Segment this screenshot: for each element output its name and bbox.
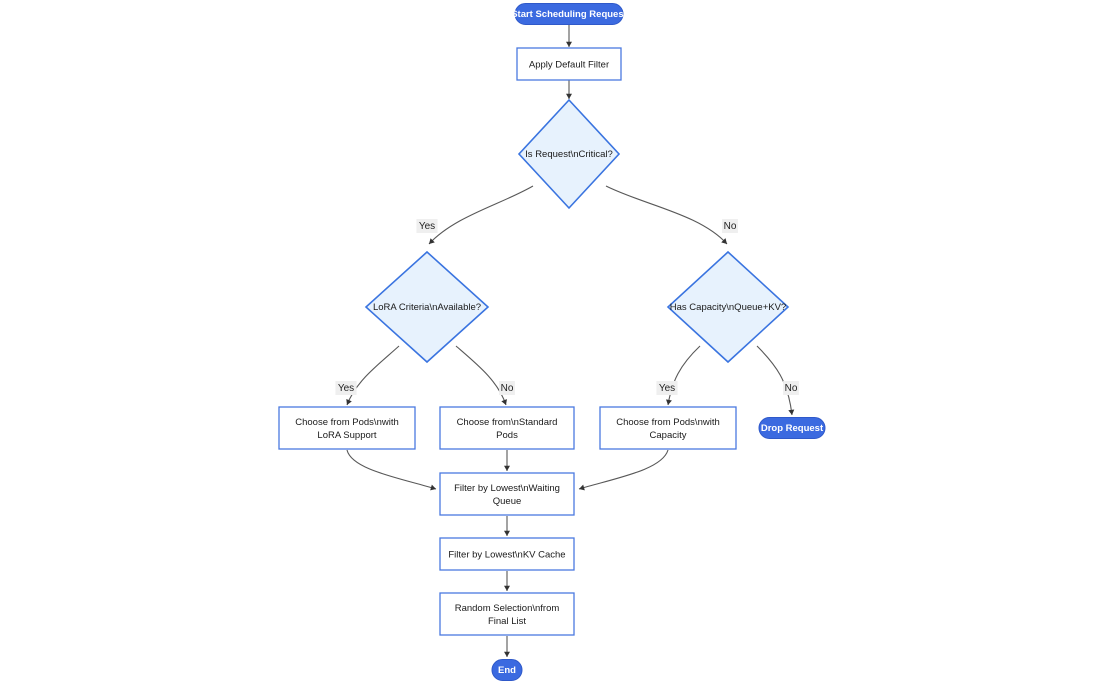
edge-arrowhead (579, 484, 585, 491)
node-label: LoRA Criteria\nAvailable? (373, 302, 481, 313)
terminal-shape (491, 659, 523, 681)
edge-arrowhead (429, 238, 435, 244)
edge-line (428, 185, 534, 245)
node-label-line: Capacity (650, 430, 687, 441)
node-filter_kv_cache[interactable]: Filter by Lowest\nKV Cache (439, 537, 575, 571)
edge-choose_standard_pods-to-filter_waiting_queue (504, 450, 510, 471)
node-start[interactable]: Start Scheduling Request (511, 3, 628, 25)
decision-shape (364, 250, 490, 364)
edge-random_selection-to-end (504, 636, 510, 657)
node-label-line: Filter by Lowest\nWaiting (454, 483, 560, 494)
edge-apply_default_filter-to-is_request_critical (566, 80, 572, 99)
node-label-line: Queue (493, 496, 522, 507)
edge-start-to-apply_default_filter (566, 25, 572, 47)
edge-arrowhead (721, 238, 727, 244)
edge-choose_capacity_pods-to-filter_waiting_queue (578, 449, 669, 491)
process-shape (278, 406, 416, 450)
decision-shape (517, 98, 621, 210)
edge-arrowhead (504, 651, 510, 657)
node-label-line: Apply Default Filter (529, 60, 609, 71)
edge-line (455, 345, 507, 406)
edge-label-no: No (722, 219, 738, 233)
edge-arrowhead (504, 585, 510, 591)
node-drop_request[interactable]: Drop Request (758, 417, 826, 439)
edge-arrowhead (566, 41, 572, 47)
edge-is_request_critical-to-has_capacity (605, 185, 728, 245)
process-shape (516, 47, 622, 81)
edge-arrowhead (566, 93, 572, 99)
node-lora_criteria_available[interactable]: LoRA Criteria\nAvailable? (364, 250, 490, 364)
edge-arrowhead (346, 399, 352, 405)
process-shape (439, 406, 575, 450)
edge-has_capacity-to-choose_capacity_pods (666, 345, 701, 406)
edge-arrowhead (666, 399, 672, 405)
node-label-line: Choose from Pods\nwith (616, 417, 720, 428)
edges-layer (346, 25, 795, 657)
edge-label-text: Yes (338, 383, 354, 394)
edge-lora_criteria_available-to-choose_lora_pods (346, 345, 400, 406)
decision-shape (666, 250, 790, 364)
edge-line (667, 345, 701, 406)
edge-line (346, 449, 437, 490)
edge-filter_waiting_queue-to-filter_kv_cache (504, 516, 510, 536)
process-shape (439, 592, 575, 636)
edge-arrowhead (504, 465, 510, 471)
node-label-line: Pods (496, 430, 518, 441)
node-label-line: LoRA Support (317, 430, 377, 441)
edge-label-yes: Yes (335, 381, 357, 395)
edge-arrowhead (430, 484, 436, 491)
node-has_capacity[interactable]: Has Capacity\nQueue+KV? (666, 250, 790, 364)
edge-lora_criteria_available-to-choose_standard_pods (455, 345, 507, 406)
node-label: Start Scheduling Request (511, 9, 627, 20)
edge-line (346, 345, 400, 406)
edge-label-no: No (499, 381, 515, 395)
edge-line (756, 345, 793, 416)
edge-label-text: Yes (659, 383, 675, 394)
node-label-line: Filter by Lowest\nKV Cache (448, 550, 565, 561)
edge-arrowhead (501, 399, 507, 405)
node-label-line: Final List (488, 616, 526, 627)
node-is_request_critical[interactable]: Is Request\nCritical? (517, 98, 621, 210)
edge-line (578, 449, 669, 490)
process-shape (439, 472, 575, 516)
edge-is_request_critical-to-lora_criteria_available (428, 185, 534, 245)
edge-choose_lora_pods-to-filter_waiting_queue (346, 449, 437, 491)
edge-label-no: No (783, 381, 799, 395)
edge-label-yes: Yes (656, 381, 678, 395)
process-shape (599, 406, 737, 450)
edge-arrowhead (504, 530, 510, 536)
terminal-shape (758, 417, 826, 439)
edge-label-text: No (724, 221, 737, 232)
node-apply_default_filter[interactable]: Apply Default Filter (516, 47, 622, 81)
edge-arrowhead (788, 409, 795, 415)
node-label: Is Request\nCritical? (525, 149, 613, 160)
terminal-shape (514, 3, 624, 25)
edge-label-text: No (785, 383, 798, 394)
node-label: Has Capacity\nQueue+KV? (670, 302, 786, 313)
node-end[interactable]: End (491, 659, 523, 681)
node-label: End (498, 665, 516, 676)
node-label-line: Random Selection\nfrom (455, 603, 560, 614)
node-label-line: Choose from\nStandard (457, 417, 558, 428)
edge-filter_kv_cache-to-random_selection (504, 571, 510, 591)
node-label-line: Choose from Pods\nwith (295, 417, 399, 428)
edge-has_capacity-to-drop_request (756, 345, 795, 416)
edge-label-text: No (501, 383, 514, 394)
node-label: Drop Request (761, 423, 824, 434)
edge-line (605, 185, 728, 245)
process-shape (439, 537, 575, 571)
edge-label-yes: Yes (416, 219, 438, 233)
edge-label-text: Yes (419, 221, 435, 232)
